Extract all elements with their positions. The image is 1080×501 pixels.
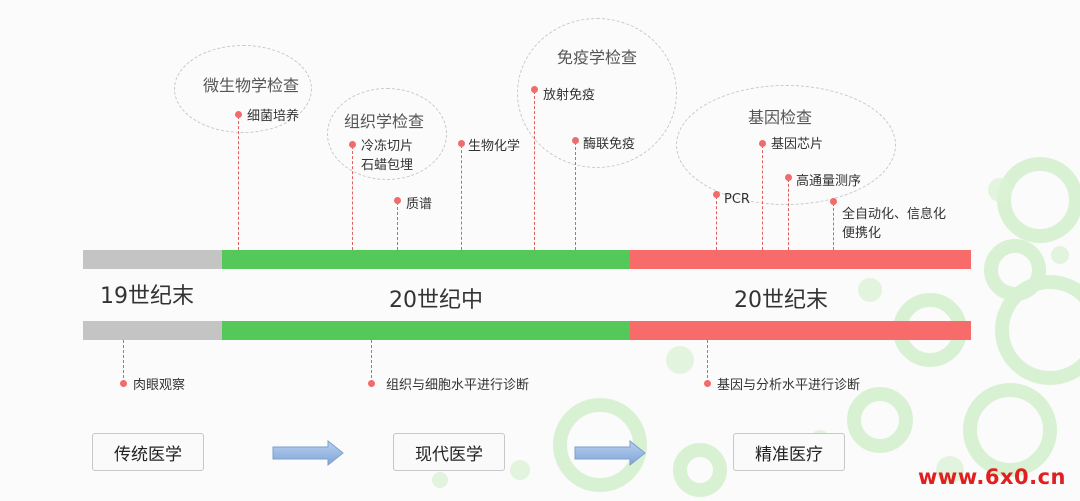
- heading-immunology: 免疫学检查: [557, 48, 638, 67]
- dot-frozen: [349, 141, 356, 148]
- line-frozen: [352, 146, 353, 250]
- line-auto: [833, 203, 834, 250]
- line-eye: [123, 340, 124, 383]
- timeline-lower-19c: [83, 321, 222, 340]
- timeline-lower-mid20c: [222, 321, 630, 340]
- label-frozen: 冷冻切片: [361, 139, 414, 154]
- line-enzyme: [575, 142, 576, 250]
- cloud-immunology: [517, 18, 677, 168]
- heading-histology: 组织学检查: [344, 112, 425, 131]
- dot-auto: [830, 198, 837, 205]
- line-bacteria: [238, 116, 239, 250]
- arrow-right-icon: [574, 440, 646, 466]
- label-auto2: 便携化: [842, 226, 882, 241]
- line-chip: [762, 145, 763, 250]
- timeline-upper-19c: [83, 250, 222, 269]
- label-paraffin: 石蜡包埋: [361, 158, 414, 173]
- line-biochem: [461, 145, 462, 250]
- cloud-microbiology: [174, 45, 312, 133]
- dot-seq: [785, 174, 792, 181]
- timeline-upper-mid20c: [222, 250, 630, 269]
- line-gene-level: [707, 340, 708, 383]
- stage-modern-box: 现代医学: [393, 433, 505, 471]
- cloud-histology: [327, 88, 447, 180]
- line-radio: [534, 91, 535, 250]
- label-gene-level: 基因与分析水平进行诊断: [717, 378, 861, 393]
- label-chip: 基因芯片: [771, 137, 824, 152]
- line-tissue-level: [371, 340, 372, 383]
- dot-pcr: [713, 191, 720, 198]
- label-mass: 质谱: [406, 197, 433, 212]
- arrow-right-icon: [272, 440, 344, 466]
- dot-tissue-level: [368, 380, 375, 387]
- dot-mass: [394, 197, 401, 204]
- label-pcr: PCR: [724, 192, 750, 207]
- dot-enzyme: [572, 137, 579, 144]
- dot-bacteria: [235, 111, 242, 118]
- watermark: www.6x0.cn: [918, 465, 1066, 489]
- dot-biochem: [458, 140, 465, 147]
- cloud-genetics: [676, 85, 896, 205]
- stage-traditional-box: 传统医学: [92, 433, 204, 471]
- label-eye: 肉眼观察: [133, 378, 186, 393]
- dot-radio: [531, 86, 538, 93]
- label-biochem: 生物化学: [468, 139, 521, 154]
- timeline-upper-late20c: [630, 250, 971, 269]
- era-20c-mid: 20世纪中: [389, 288, 483, 313]
- line-seq: [788, 179, 789, 250]
- stage-precision-box: 精准医疗: [733, 433, 845, 471]
- label-auto1: 全自动化、信息化: [842, 207, 947, 222]
- label-seq: 高通量测序: [796, 174, 862, 189]
- heading-microbiology: 微生物学检查: [203, 76, 300, 95]
- label-enzyme: 酶联免疫: [583, 137, 636, 152]
- era-19c-end: 19世纪末: [100, 284, 194, 309]
- dot-gene-level: [704, 380, 711, 387]
- line-pcr: [716, 196, 717, 250]
- dot-eye: [120, 380, 127, 387]
- label-bacteria: 细菌培养: [247, 109, 300, 124]
- line-mass: [397, 202, 398, 250]
- label-radio: 放射免疫: [543, 88, 596, 103]
- label-tissue-level: 组织与细胞水平进行诊断: [386, 378, 530, 393]
- heading-genetics: 基因检查: [748, 108, 813, 127]
- dot-chip: [759, 140, 766, 147]
- era-20c-end: 20世纪末: [734, 288, 828, 313]
- timeline-lower-late20c: [630, 321, 971, 340]
